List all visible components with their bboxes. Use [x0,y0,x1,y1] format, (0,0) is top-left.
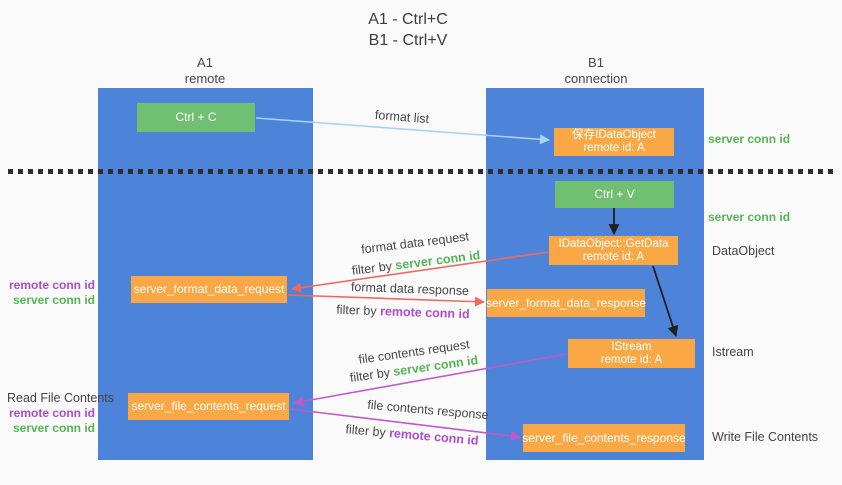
lane-header-right: B1 connection [546,55,646,87]
dataobject-text: DataObject [712,244,775,258]
arrow-file-contents-request [293,353,568,407]
server-conn-id-label: server conn id [12,421,95,435]
right-server-conn-id-top: server conn id [708,132,790,146]
lane-left-name: A1 [197,55,213,70]
server-conn-id-label: server conn id [12,293,95,307]
lane-header-left: A1 remote [155,55,255,87]
node-getdata-line2: remote id: A [582,250,645,263]
node-getdata-line1: IDataObject::GetData [558,237,669,250]
left-conn-ids-file: remote conn id server conn id [0,406,95,436]
server-conn-id-text: server conn id [708,210,791,224]
node-istream-line1: IStream [611,340,652,353]
diagram-title: A1 - Ctrl+C B1 - Ctrl+V [308,9,508,51]
node-server-file-contents-response-label: server_file_contents_response [522,430,686,445]
write-file-contents-text: Write File Contents [712,430,819,444]
arrow-format-data-request [291,251,549,293]
node-server-file-contents-response: server_file_contents_response [522,424,686,452]
node-save-dataobject-line1: 保存IDataObject [572,129,656,141]
node-istream-line2: remote id: A [600,353,663,366]
lane-left-role: remote [184,71,226,86]
istream-label: Istream [712,345,754,359]
remote-conn-id-label: remote conn id [8,406,95,420]
arrow-getdata-to-istream [652,265,679,338]
node-server-format-data-request-label: server_format_data_request [133,282,285,296]
istream-text: Istream [712,345,754,359]
arrow-format-list [255,117,550,145]
write-file-contents-label: Write File Contents [712,430,818,444]
left-conn-ids-format: remote conn id server conn id [0,278,95,308]
node-ctrl-c: Ctrl + C [137,103,255,132]
lane-right-name: B1 [588,55,604,70]
node-ctrl-v-label: Ctrl + V [594,187,635,201]
node-save-dataobject-line2: remote id: A [583,142,645,154]
right-server-conn-id-mid: server conn id [708,210,790,224]
server-conn-id-text: server conn id [708,132,791,146]
node-server-file-contents-request: server_file_contents_request [128,393,289,420]
node-istream: IStream remote id: A [568,339,695,368]
remote-conn-id-label: remote conn id [8,278,95,292]
node-server-format-data-response-label: server_format_data_response [485,295,647,310]
dotted-separator [8,169,836,174]
node-server-format-data-response: server_format_data_response [485,289,647,317]
dataobject-label: DataObject [712,244,775,258]
node-ctrl-v: Ctrl + V [555,181,674,208]
node-ctrl-c-label: Ctrl + C [175,110,217,124]
node-server-file-contents-request-label: server_file_contents_request [131,399,286,413]
node-server-format-data-request: server_format_data_request [131,276,287,303]
read-file-contents-text: Read File Contents [7,391,115,405]
title-line-copy: A1 - Ctrl+C [368,11,448,28]
node-getdata: IDataObject::GetData remote id: A [549,236,678,265]
arrow-file-contents-response [289,408,521,441]
node-save-dataobject: 保存IDataObject remote id: A [554,128,674,156]
arrow-format-data-response [287,294,485,307]
lane-right-role: connection [564,71,628,86]
title-line-paste: B1 - Ctrl+V [368,32,448,49]
read-file-contents-label: Read File Contents [7,391,114,405]
filter-by-text: filter by [336,302,377,319]
